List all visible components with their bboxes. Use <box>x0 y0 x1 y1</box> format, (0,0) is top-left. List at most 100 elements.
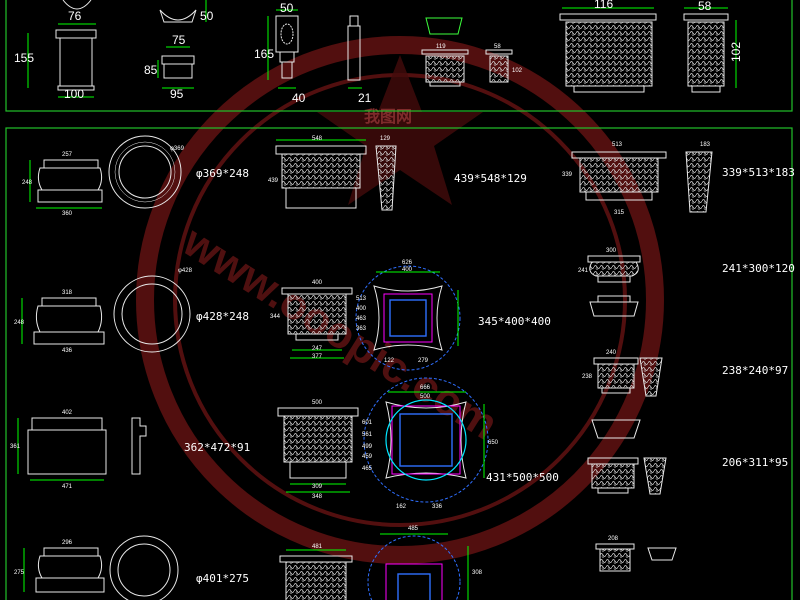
dim-p4-side: 308 <box>472 570 483 576</box>
top-panel <box>27 0 737 98</box>
dim-c3-bottom1: 309 <box>312 484 323 490</box>
capital-r1 <box>571 151 713 213</box>
base-2 <box>21 275 191 353</box>
dim-p3-bottom1: 162 <box>396 504 407 510</box>
dim-bracket-top: 50 <box>280 1 294 15</box>
dim-c3-top: 500 <box>312 400 323 406</box>
label-capital-2: 345*400*400 <box>478 315 551 328</box>
dim-torus-height: 50 <box>200 9 214 23</box>
label-capital-r4: 206*311*95 <box>722 456 788 469</box>
label-base-2: φ428*248 <box>196 310 249 323</box>
dim-r2-top: 300 <box>606 248 617 254</box>
plan-4 <box>367 533 469 600</box>
dim-c2-d4: 363 <box>356 326 367 332</box>
dim-p4-top: 485 <box>408 526 419 532</box>
capital-1 <box>275 139 397 211</box>
dim-b1-bottom: 360 <box>62 211 73 217</box>
dim-c1-side: 439 <box>268 178 279 184</box>
dim-r2-side: 241 <box>578 268 589 274</box>
dim-base-height: 155 <box>14 51 34 65</box>
base-1 <box>29 135 182 209</box>
dim-b3-bottom: 471 <box>62 484 73 490</box>
dim-c3-d2: 561 <box>362 432 373 438</box>
dim-c2-side: 344 <box>270 314 281 320</box>
label-base-4: φ401*275 <box>196 572 249 585</box>
dim-cap-small-top: 75 <box>172 33 186 47</box>
capital-r2 <box>587 255 641 317</box>
dim-c3-d5: 465 <box>362 466 373 472</box>
dim-c2-d1: 513 <box>356 296 367 302</box>
capital-3 <box>277 407 359 493</box>
dim-r1-depth: 183 <box>700 142 711 148</box>
dim-cap-small-bottom: 95 <box>170 87 184 101</box>
dim-c3-d4: 459 <box>362 454 373 460</box>
base-4 <box>23 535 179 600</box>
bottom-panel-small-dims: 257 248 360 φ369 548 439 129 513 339 315… <box>10 136 711 576</box>
bottom-panel-drawings <box>17 135 713 600</box>
dim-b3-side: 361 <box>10 444 21 450</box>
dim-b2-ring: φ428 <box>178 268 193 274</box>
watermark-site: 我图网 <box>364 107 412 126</box>
dim-c1-top: 548 <box>312 136 323 142</box>
dim-b2-side: 248 <box>14 320 25 326</box>
dim-r1-side: 339 <box>562 172 573 178</box>
dim-corinth-side-width: 58 <box>698 0 712 13</box>
plan-3 <box>363 377 489 503</box>
dim-c3-d3: 499 <box>362 444 373 450</box>
dim-c3-d1: 601 <box>362 420 373 426</box>
dim-p3-side: 650 <box>488 440 499 446</box>
dim-b4-top: 296 <box>62 540 73 546</box>
plan-2 <box>355 265 461 371</box>
dim-c3-bottom2: 348 <box>312 494 323 500</box>
dim-p2-bottom2: 279 <box>418 358 429 364</box>
dim-p3-top1: 666 <box>420 385 431 391</box>
dim-bracket-bottom: 40 <box>292 91 306 105</box>
dim-r3-side: 238 <box>582 374 593 380</box>
label-capital-r2: 241*300*120 <box>722 262 795 275</box>
dim-b1-ring: φ369 <box>170 146 185 152</box>
dim-p3-top2: 500 <box>420 394 431 400</box>
capital-r3 <box>593 357 663 397</box>
label-capital-r1: 339*513*183 <box>722 166 795 179</box>
dim-r1-top: 513 <box>612 142 623 148</box>
dim-corinth-large-height: 102 <box>729 42 743 62</box>
label-base-1: φ369*248 <box>196 167 249 180</box>
dim-b2-top: 318 <box>62 290 73 296</box>
dim-p2-top1: 626 <box>402 260 413 266</box>
dim-corinth-large-width: 116 <box>594 0 613 11</box>
label-capital-1: 439*548*129 <box>454 172 527 185</box>
label-capital-r3: 238*240*97 <box>722 364 788 377</box>
dim-corinth-small-a: 119 <box>436 44 446 50</box>
dim-c2-bottom1: 247 <box>312 346 323 352</box>
dim-r1-bottom: 315 <box>614 210 625 216</box>
dim-c4-top: 481 <box>312 544 323 550</box>
dim-b4-side: 275 <box>14 570 25 576</box>
dim-c2-d2: 400 <box>356 306 367 312</box>
dim-b3-top: 402 <box>62 410 73 416</box>
dim-base-bottom-width: 100 <box>64 87 84 101</box>
dim-cap-small-height: 85 <box>144 63 158 77</box>
dim-corinth-small-b: 58 <box>494 44 501 50</box>
capital-2 <box>281 287 353 359</box>
dim-b2-bottom: 436 <box>62 348 73 354</box>
capital-r5 <box>595 543 677 572</box>
dim-c2-d3: 463 <box>356 316 367 322</box>
dim-base-top-width: 76 <box>68 9 82 23</box>
dim-b1-top: 257 <box>62 152 73 158</box>
dim-c1-depth: 129 <box>380 136 391 142</box>
dim-corinth-small-c: 102 <box>512 68 523 74</box>
dim-slab-bottom: 21 <box>358 91 372 105</box>
dim-p2-top2: 400 <box>402 267 413 273</box>
dim-b1-side: 248 <box>22 180 33 186</box>
dim-r5-top: 208 <box>608 536 619 542</box>
capital-r4 <box>587 419 667 495</box>
dim-c2-top: 400 <box>312 280 323 286</box>
bottom-panel-labels: φ369*248 439*548*129 339*513*183 φ428*24… <box>184 166 795 585</box>
dim-c2-bottom2: 377 <box>312 354 323 360</box>
top-panel-dimensions: 76 155 100 50 75 85 95 50 165 40 21 119 … <box>14 0 743 105</box>
label-base-3: 362*472*91 <box>184 441 250 454</box>
top-panel-frame <box>5 0 793 112</box>
dim-bracket-height: 165 <box>254 47 274 61</box>
bottom-panel-frame <box>5 127 793 600</box>
